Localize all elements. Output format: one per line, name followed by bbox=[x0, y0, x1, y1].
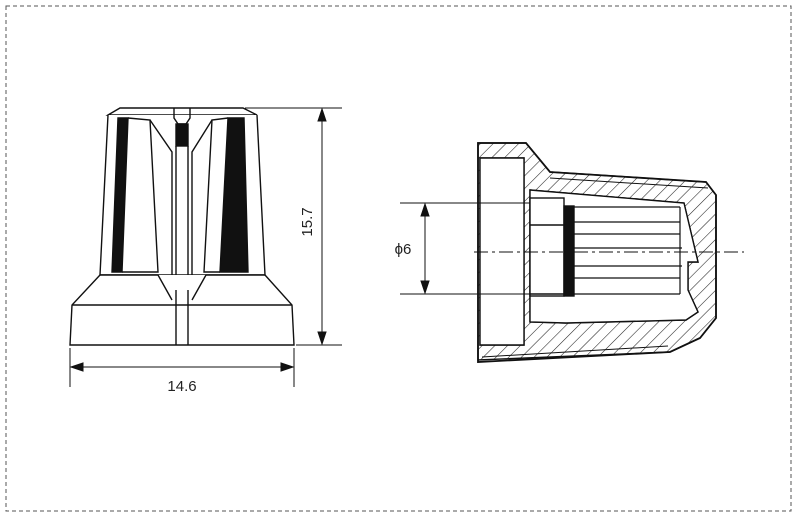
width-arrow-left bbox=[69, 362, 84, 372]
width-dimension-label: 14.6 bbox=[167, 378, 196, 395]
knob-cross-section-view bbox=[474, 142, 744, 363]
spline-block-left bbox=[563, 205, 575, 297]
left-inner-rib bbox=[149, 119, 173, 290]
section-outer-bottom-line bbox=[481, 345, 669, 358]
height-arrow-bottom bbox=[317, 331, 327, 346]
height-dimension bbox=[245, 107, 342, 346]
right-inner-rib bbox=[191, 119, 213, 290]
section-outer-contour bbox=[477, 142, 717, 363]
skirt-right-facet bbox=[191, 274, 265, 301]
right-grip-rib-outline bbox=[203, 117, 229, 273]
knob-top-cap bbox=[105, 107, 258, 116]
shaft-insert bbox=[529, 197, 565, 297]
height-dimension-label: 15.7 bbox=[299, 207, 316, 236]
skirt-left-facet bbox=[100, 274, 173, 301]
diameter-arrow-top bbox=[420, 202, 430, 217]
spline-teeth bbox=[574, 206, 682, 295]
diameter-dimension bbox=[400, 202, 530, 295]
width-arrow-right bbox=[280, 362, 295, 372]
diameter-dimension-label: ϕ6 bbox=[395, 241, 412, 258]
right-grip-rib-dark bbox=[219, 117, 249, 273]
diameter-arrow-bottom bbox=[420, 280, 430, 295]
left-grip-rib-outline bbox=[122, 117, 159, 273]
center-indicator-mark bbox=[175, 123, 189, 147]
knob-front-view bbox=[69, 107, 295, 346]
drawing-border-frame bbox=[5, 5, 792, 512]
width-dimension bbox=[69, 348, 295, 387]
height-arrow-top bbox=[317, 107, 327, 122]
knob-skirt bbox=[69, 274, 295, 346]
section-outer-top-line bbox=[549, 177, 709, 189]
